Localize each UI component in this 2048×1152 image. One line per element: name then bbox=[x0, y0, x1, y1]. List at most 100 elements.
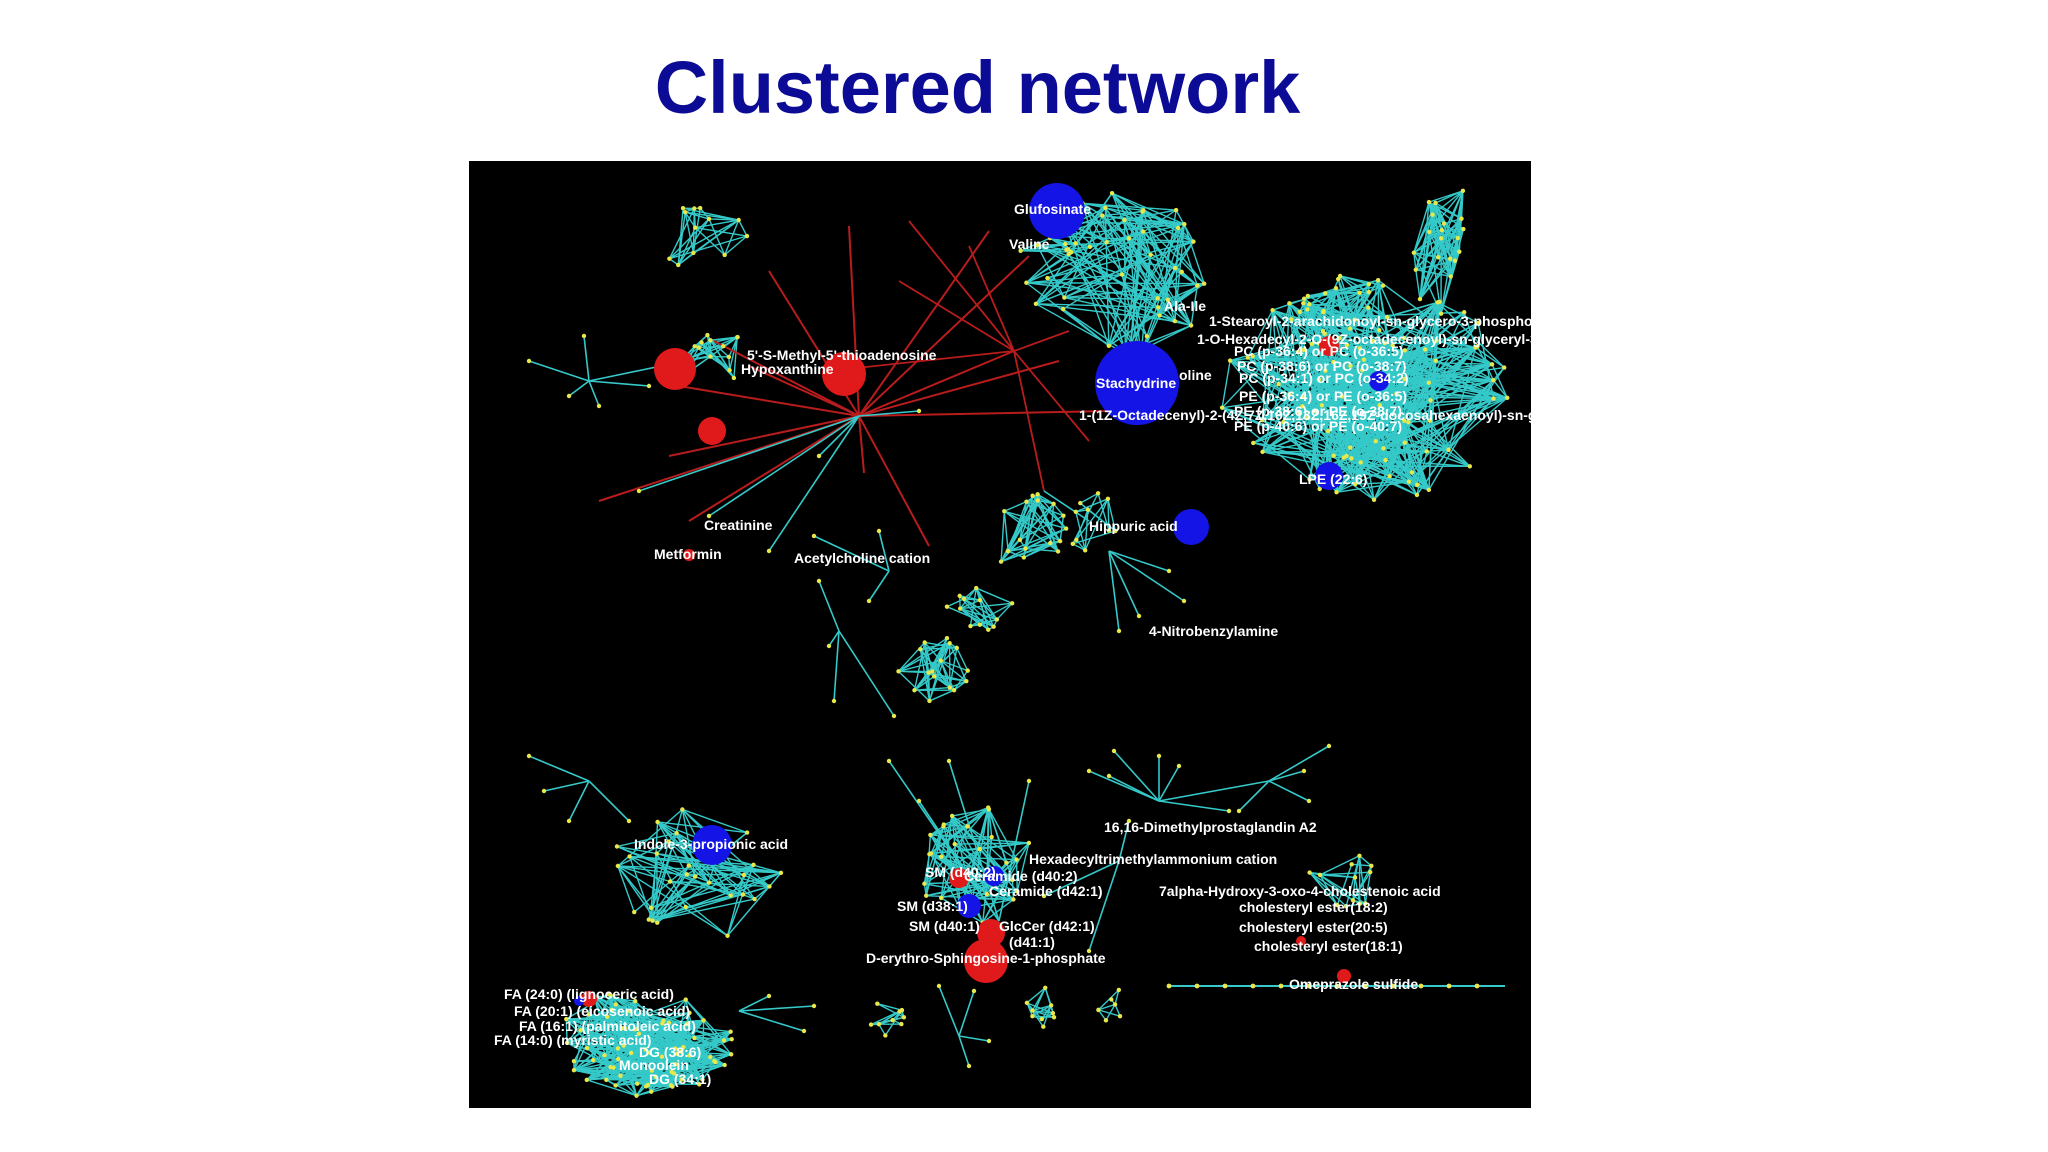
network-node bbox=[1182, 222, 1186, 226]
network-node bbox=[1410, 470, 1414, 474]
network-node bbox=[1439, 236, 1443, 240]
network-node bbox=[567, 819, 571, 823]
network-node bbox=[585, 1078, 589, 1082]
network-node bbox=[634, 1093, 638, 1097]
network-node bbox=[1307, 302, 1311, 306]
network-node bbox=[1061, 307, 1065, 311]
network-node bbox=[962, 597, 966, 601]
node-label: SM (d38:1) bbox=[897, 898, 968, 914]
network-node bbox=[1180, 270, 1184, 274]
node-label: Ceramide (d40:2) bbox=[964, 868, 1078, 884]
network-node bbox=[655, 920, 659, 924]
network-node bbox=[684, 905, 688, 909]
network-node bbox=[707, 880, 711, 884]
network-node bbox=[708, 1055, 712, 1059]
network-node bbox=[727, 355, 731, 359]
network-node bbox=[986, 628, 990, 632]
network-node bbox=[817, 454, 821, 458]
network-node bbox=[692, 1036, 696, 1040]
network-node bbox=[1145, 334, 1149, 338]
node-label: cholesteryl ester(20:5) bbox=[1239, 919, 1388, 935]
network-node bbox=[1270, 308, 1274, 312]
network-node bbox=[722, 253, 726, 257]
network-node bbox=[1223, 984, 1228, 989]
network-node bbox=[1227, 809, 1231, 813]
network-node bbox=[697, 345, 701, 349]
network-node bbox=[693, 874, 697, 878]
node-label: cholesteryl ester(18:2) bbox=[1239, 899, 1388, 915]
network-node bbox=[676, 263, 680, 267]
network-node bbox=[991, 624, 995, 628]
network-node bbox=[685, 872, 689, 876]
network-node bbox=[1381, 446, 1385, 450]
network-node bbox=[1058, 539, 1062, 543]
network-node bbox=[1056, 549, 1060, 553]
network-node bbox=[900, 1008, 904, 1012]
network-node bbox=[1113, 1002, 1117, 1006]
network-node bbox=[1109, 997, 1113, 1001]
network-node bbox=[952, 842, 956, 846]
network-node bbox=[674, 831, 678, 835]
network-node bbox=[727, 368, 731, 372]
network-edge bbox=[1014, 331, 1069, 351]
network-node bbox=[947, 759, 951, 763]
network-node bbox=[927, 699, 931, 703]
network-node bbox=[883, 1033, 887, 1037]
network-node bbox=[1103, 206, 1107, 210]
network-node bbox=[1083, 548, 1087, 552]
network-edge bbox=[589, 381, 649, 386]
network-node bbox=[939, 658, 943, 662]
network-node bbox=[1117, 988, 1121, 992]
network-node bbox=[892, 714, 896, 718]
node-label: DG (34:1) bbox=[649, 1071, 711, 1087]
network-node bbox=[867, 599, 871, 603]
network-node bbox=[1260, 450, 1264, 454]
network-node bbox=[937, 984, 941, 988]
network-node bbox=[1425, 449, 1429, 453]
network-node bbox=[1155, 296, 1159, 300]
node-label: Acetylcholine cation bbox=[794, 550, 930, 566]
network-node bbox=[735, 335, 739, 339]
network-node bbox=[1228, 358, 1232, 362]
network-edge bbox=[944, 825, 968, 827]
network-edge bbox=[959, 991, 974, 1036]
network-node bbox=[1305, 307, 1309, 311]
network-node bbox=[722, 1038, 726, 1042]
network-node bbox=[947, 641, 951, 645]
network-node bbox=[1051, 502, 1055, 506]
network-node bbox=[923, 640, 927, 644]
network-edge bbox=[1109, 776, 1159, 801]
network-node bbox=[699, 340, 703, 344]
network-edge bbox=[1159, 766, 1179, 801]
node-label: cholesteryl ester(18:1) bbox=[1254, 938, 1403, 954]
network-node bbox=[948, 685, 952, 689]
network-node bbox=[1353, 875, 1357, 879]
network-node bbox=[627, 819, 631, 823]
network-node bbox=[917, 409, 921, 413]
network-node bbox=[647, 384, 651, 388]
network-node bbox=[1104, 240, 1108, 244]
network-node bbox=[1096, 491, 1100, 495]
network-node bbox=[1427, 200, 1431, 204]
network-node bbox=[1318, 873, 1322, 877]
network-edge bbox=[544, 781, 589, 791]
network-node bbox=[707, 217, 711, 221]
network-node bbox=[745, 830, 749, 834]
network-node bbox=[1367, 282, 1371, 286]
network-node bbox=[1167, 984, 1172, 989]
network-node bbox=[725, 934, 729, 938]
network-node bbox=[929, 851, 933, 855]
network-node bbox=[1141, 229, 1145, 233]
network-node bbox=[1373, 439, 1377, 443]
node-label: Creatinine bbox=[704, 517, 773, 533]
network-node bbox=[1415, 493, 1419, 497]
network-edge bbox=[1114, 751, 1159, 801]
network-node bbox=[721, 344, 725, 348]
node-label: Indole-3-propionic acid bbox=[634, 836, 788, 852]
network-node bbox=[1279, 984, 1284, 989]
network-node bbox=[736, 218, 740, 222]
network-edge bbox=[929, 673, 930, 701]
network-node bbox=[1006, 549, 1010, 553]
node-label: 16,16-Dimethylprostaglandin A2 bbox=[1104, 819, 1317, 835]
network-node bbox=[1034, 302, 1038, 306]
